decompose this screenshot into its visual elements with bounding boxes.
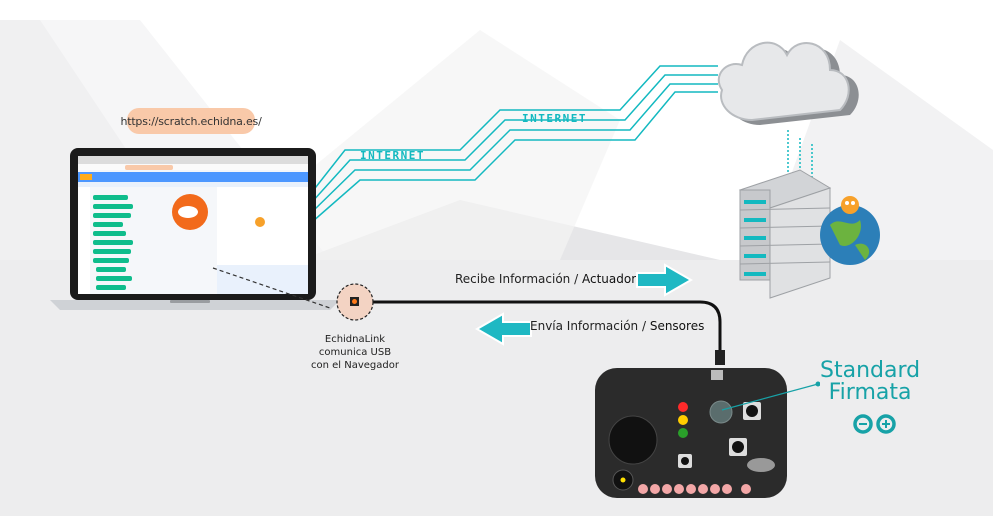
server-rack-icon [738, 169, 832, 299]
led-green [678, 428, 688, 438]
firmata-pointer [721, 381, 820, 411]
echidna-mascot [747, 458, 775, 472]
scratch-cat-icon [841, 196, 859, 214]
cable-line [311, 74, 718, 203]
cable-line [311, 65, 718, 193]
echidna-board [595, 368, 787, 498]
globe-icon [820, 205, 880, 265]
arrow-right-icon [636, 263, 694, 297]
cable-line [311, 91, 718, 223]
arduino-infinity-icon [853, 414, 896, 434]
cable-line [311, 83, 718, 213]
led-red [678, 402, 688, 412]
joystick [608, 415, 658, 465]
arrow-left-icon [474, 312, 532, 346]
cloud-icon [717, 41, 859, 125]
led-yellow [678, 415, 688, 425]
send-label: Envía Información / Sensores [530, 319, 705, 333]
receive-label: Recibe Información / Actuadores [455, 272, 650, 286]
firmata-logo: Standard Firmata [820, 358, 921, 405]
laptop-base [50, 300, 340, 310]
usb-caption: EchidnaLink comunica USB con el Navegado… [311, 334, 399, 371]
pin-row [638, 484, 751, 494]
url-bubble: https://scratch.echidna.es/ [120, 108, 262, 134]
scratch-menu-bar [78, 172, 308, 182]
sensor-chip [709, 400, 733, 424]
internet-label: INTERNET [522, 112, 587, 125]
scratch-cat-sprite [255, 217, 265, 227]
cloud-server-group [717, 41, 880, 299]
internet-label: INTERNET [360, 149, 425, 162]
laptop [50, 148, 340, 310]
